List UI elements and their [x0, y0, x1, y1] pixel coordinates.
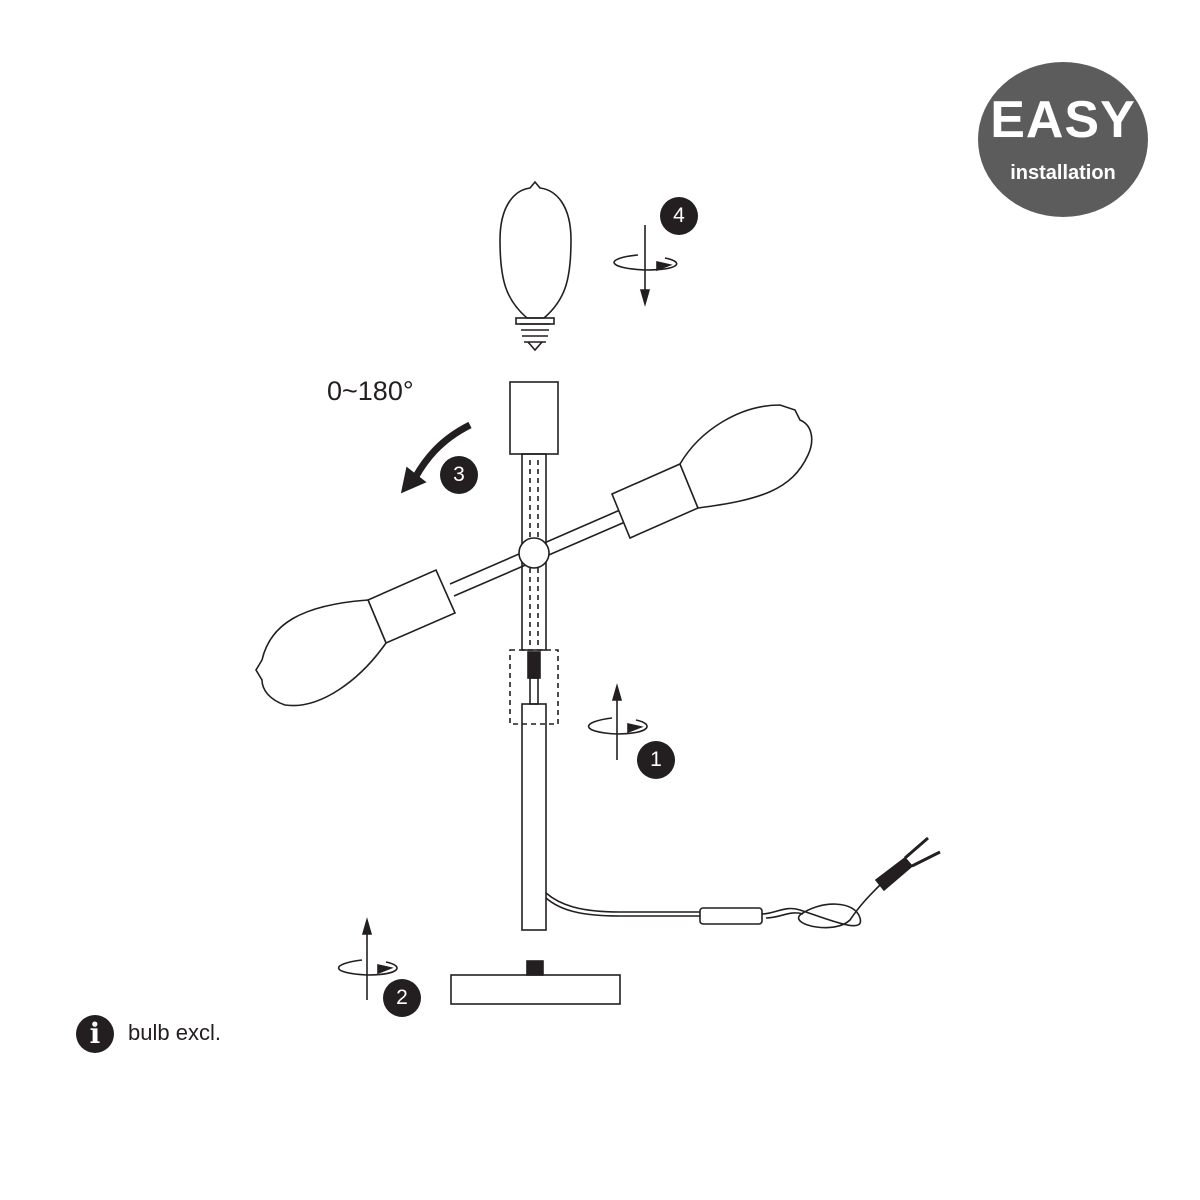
- rotate-up-arrow-icon: [337, 917, 398, 1000]
- info-icon: i: [76, 1015, 114, 1053]
- swivel-arm: [255, 404, 813, 707]
- bulb-top: [499, 180, 572, 352]
- step-3-marker: 3: [440, 456, 478, 494]
- rotation-angle-label: 0~180°: [327, 376, 414, 406]
- top-socket: [509, 381, 559, 455]
- badge-title: EASY: [990, 91, 1136, 149]
- bulb-excluded-note: bulb excl.: [128, 1020, 221, 1045]
- lamp-base: [450, 960, 621, 1005]
- badge-subtitle: installation: [1010, 162, 1116, 184]
- lamp-stem: [509, 453, 559, 931]
- rotation-arrow-icon: [400, 421, 472, 494]
- step-1-marker: 1: [637, 741, 675, 779]
- easy-installation-badge: EASY installation: [978, 62, 1148, 217]
- power-cable: [545, 836, 941, 929]
- step-4-marker: 4: [660, 197, 698, 235]
- step-2-marker: 2: [383, 979, 421, 1017]
- rotate-up-arrow-icon: [587, 683, 648, 760]
- rotate-down-arrow-icon: [613, 225, 678, 307]
